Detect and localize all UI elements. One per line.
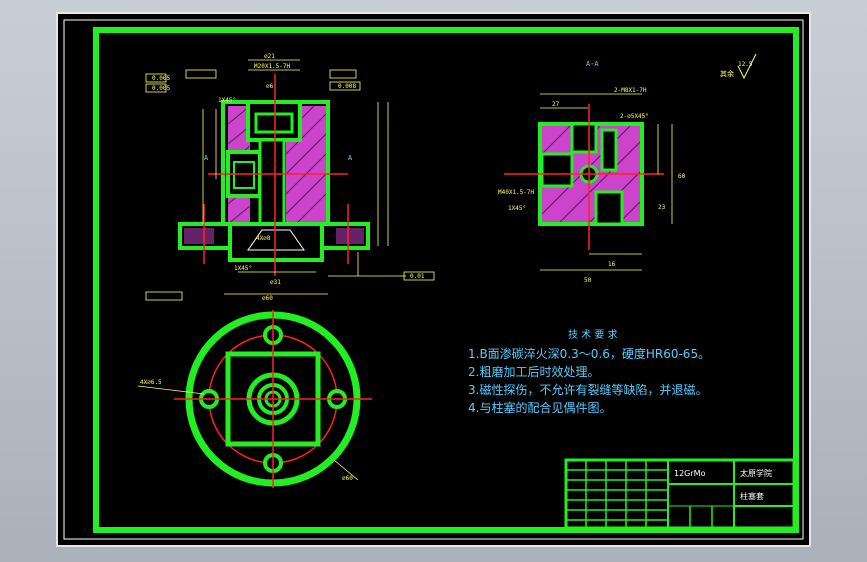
outer-frame <box>63 19 804 540</box>
flange-hatch-l <box>184 228 214 244</box>
gdt-frames <box>145 69 435 301</box>
dim-d4: ⌀6 <box>266 83 274 90</box>
dim-d14: 60 <box>678 173 686 180</box>
dim-d5: 1X45° <box>234 265 252 272</box>
engineering-drawing: ⌀21 M20X1.5-7H 1X45° ⌀6 1X45° 4X⌀8 ⌀31 ⌀… <box>63 19 804 540</box>
drawing-border <box>93 27 799 533</box>
section-label: A-A <box>586 60 599 68</box>
dim-d15: 16 <box>608 261 616 268</box>
tol-3: 0.008 <box>338 83 356 90</box>
title-company: 太原学院 <box>740 468 772 478</box>
tech-item-1: 1.B面渗碳淬火深0.3～0.6，硬度HR60-65。 <box>468 346 710 361</box>
lower-body <box>228 222 324 262</box>
flange-hatch-r <box>336 228 364 244</box>
title-material: 12GrMo <box>674 469 706 478</box>
front-section-view: ⌀21 M20X1.5-7H 1X45° ⌀6 1X45° 4X⌀8 ⌀31 ⌀… <box>145 53 435 302</box>
center-channel <box>258 138 286 226</box>
dim-d9: 2-M8X1-7H <box>614 87 647 94</box>
leader-holes <box>137 385 205 395</box>
side-slot-left <box>540 152 574 188</box>
section-marker-right: A <box>348 154 353 162</box>
roughness-icon <box>737 53 757 80</box>
dim-d12: 23 <box>658 204 666 211</box>
tech-item-3: 3.磁性探伤，不允许有裂缝等缺陷，并退磁。 <box>468 382 707 397</box>
top-view: 4X⌀6.5 ⌀60 <box>137 310 372 488</box>
tol-1: 0.005 <box>152 75 170 82</box>
cone-seat <box>247 229 305 251</box>
side-slot-top <box>570 122 598 154</box>
side-slot-right <box>600 128 618 172</box>
dim-d2: M20X1.5-7H <box>254 63 291 70</box>
tech-title: 技 术 要 求 <box>568 328 618 341</box>
dim-d10: 2-⌀5X45° <box>620 113 649 120</box>
dim-d8: ⌀60 <box>262 295 273 302</box>
side-slot-bottom <box>594 190 624 226</box>
roughness-label: 其余 <box>720 69 734 78</box>
side-port-inner <box>233 161 255 189</box>
section-marker-left: A <box>204 154 209 162</box>
tech-requirements: 技 术 要 求 1.B面渗碳淬火深0.3～0.6，硬度HR60-65。 2.粗磨… <box>468 328 710 415</box>
bore <box>254 112 294 134</box>
dim-d17: 50 <box>584 277 592 284</box>
dim-d16: 1X45° <box>508 205 526 212</box>
dim-d19: ⌀60 <box>342 475 353 482</box>
dim-d6: 4X⌀8 <box>256 235 271 242</box>
dim-d11: 27 <box>552 101 560 108</box>
leader-outer <box>333 459 359 481</box>
title-part-name: 柱塞套 <box>740 491 764 501</box>
dim-d13: M40X1.5-7H <box>498 189 535 196</box>
tech-item-4: 4.与柱塞的配合见偶件图。 <box>468 400 611 415</box>
dim-d3: 1X45° <box>218 97 236 104</box>
dim-d7: ⌀31 <box>270 279 281 286</box>
title-block: 12GrMo 太原学院 柱塞套 <box>564 458 796 530</box>
tol-4: 0.01 <box>410 273 425 280</box>
dim-d1: ⌀21 <box>264 53 275 60</box>
roughness-value: 12.5 <box>738 61 753 68</box>
tol-2: 0.005 <box>152 85 170 92</box>
tech-item-2: 2.粗磨加工后时效处理。 <box>468 364 599 379</box>
side-section-view: A-A 2-M8X1-7H 2-⌀5X45° 27 23 M40X1.5-7H … <box>498 60 686 284</box>
dim-d18: 4X⌀6.5 <box>140 379 162 386</box>
cad-viewport[interactable]: ⌀21 M20X1.5-7H 1X45° ⌀6 1X45° 4X⌀8 ⌀31 ⌀… <box>56 12 811 547</box>
